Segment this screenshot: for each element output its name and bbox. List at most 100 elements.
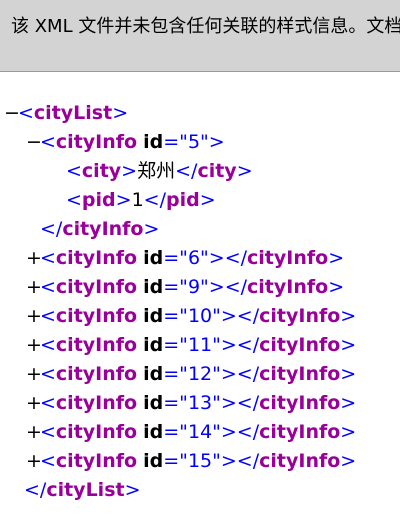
tag-name: cityInfo: [55, 392, 138, 414]
equals-quote: =": [163, 247, 188, 269]
open-bracket: <: [40, 276, 56, 298]
expand-toggle[interactable]: +: [26, 450, 42, 472]
open-bracket: <: [40, 421, 56, 443]
tag-name: city: [81, 160, 122, 182]
end-open-bracket: </: [224, 247, 248, 269]
equals-quote: =": [163, 363, 188, 385]
close-bracket: >: [340, 363, 357, 385]
close-quote-bracket: ">: [200, 276, 225, 298]
tag-name: cityList: [33, 102, 113, 124]
attribute-name: id: [143, 276, 164, 298]
close-bracket: >: [340, 392, 357, 414]
end-open-bracket: </: [236, 363, 260, 385]
tag-name: cityInfo: [55, 450, 138, 472]
attribute-value: 5: [187, 131, 201, 153]
open-bracket: <: [40, 450, 56, 472]
attribute-value: 9: [187, 276, 201, 298]
close-bracket: >: [112, 102, 129, 124]
attribute-value: 15: [187, 450, 213, 472]
expand-toggle[interactable]: +: [26, 305, 42, 327]
close-quote-bracket: ">: [200, 247, 225, 269]
tag-name: pid: [81, 189, 116, 211]
end-tag-name: cityInfo: [247, 276, 329, 298]
end-tag-name: cityInfo: [62, 218, 144, 240]
xml-line-cityinfo-open: −<cityInfo id="5">: [0, 128, 400, 157]
end-tag-name: cityInfo: [259, 334, 341, 356]
xml-line-leaf: +<pid>1</pid>: [0, 186, 400, 215]
expand-toggle[interactable]: +: [26, 421, 42, 443]
end-tag-name: cityInfo: [259, 305, 341, 327]
no-stylesheet-banner: 该 XML 文件并未包含任何关联的样式信息。文档树显示如下。: [0, 0, 400, 72]
xml-document-tree: −<cityList>−<cityInfo id="5">+<city>郑州</…: [0, 99, 400, 505]
tag-name: cityInfo: [55, 334, 138, 356]
attribute-name: id: [143, 421, 164, 443]
xml-line-collapsed: +<cityInfo id="6"></cityInfo>: [0, 244, 400, 273]
attribute-value: 11: [187, 334, 213, 356]
close-quote-bracket: ">: [212, 334, 237, 356]
tag-name: cityInfo: [55, 131, 138, 153]
xml-line-collapsed: +<cityInfo id="9"></cityInfo>: [0, 273, 400, 302]
end-open-bracket: </: [224, 276, 248, 298]
open-bracket: <: [40, 131, 56, 153]
expand-toggle[interactable]: +: [26, 392, 42, 414]
close-quote-bracket: ">: [212, 421, 237, 443]
end-open-bracket: </: [143, 189, 166, 211]
close-bracket: >: [340, 305, 357, 327]
expand-toggle[interactable]: +: [26, 334, 42, 356]
attribute-name: id: [143, 334, 164, 356]
xml-line-collapsed: +<cityInfo id="15"></cityInfo>: [0, 447, 400, 476]
expand-toggle[interactable]: +: [26, 276, 42, 298]
end-open-bracket: </: [175, 160, 198, 182]
close-bracket: >: [236, 160, 253, 182]
xml-line-root-close: </cityList>: [0, 476, 400, 505]
attribute-name: id: [143, 305, 164, 327]
xml-line-collapsed: +<cityInfo id="10"></cityInfo>: [0, 302, 400, 331]
attribute-name: id: [143, 392, 164, 414]
end-open-bracket: </: [40, 218, 63, 240]
tag-name: cityInfo: [55, 276, 138, 298]
attribute-name: id: [143, 363, 164, 385]
open-bracket: <: [40, 392, 56, 414]
end-open-bracket: </: [236, 421, 260, 443]
attribute-value: 6: [187, 247, 201, 269]
close-bracket: >: [340, 334, 357, 356]
close-bracket: >: [121, 160, 138, 182]
collapse-toggle[interactable]: −: [26, 131, 42, 153]
end-tag-name: cityInfo: [259, 363, 341, 385]
end-tag-name: pid: [165, 189, 200, 211]
attribute-value: 12: [187, 363, 213, 385]
close-bracket: >: [340, 421, 357, 443]
tag-name: cityInfo: [55, 421, 138, 443]
equals-quote: =": [163, 334, 188, 356]
tag-name: cityInfo: [55, 363, 138, 385]
xml-line-cityinfo-close: +</cityInfo>: [0, 215, 400, 244]
close-bracket: >: [340, 450, 357, 472]
close-bracket: >: [143, 218, 160, 240]
expand-toggle[interactable]: +: [26, 247, 42, 269]
equals-quote: =": [163, 131, 188, 153]
tag-name: cityInfo: [55, 305, 138, 327]
close-quote-bracket: ">: [212, 392, 237, 414]
equals-quote: =": [163, 276, 188, 298]
end-tag-name: cityInfo: [247, 247, 329, 269]
xml-line-collapsed: +<cityInfo id="14"></cityInfo>: [0, 418, 400, 447]
equals-quote: =": [163, 421, 188, 443]
attribute-value: 13: [187, 392, 213, 414]
close-quote-bracket: ">: [212, 450, 237, 472]
end-tag-name: cityInfo: [259, 421, 341, 443]
collapse-toggle[interactable]: −: [4, 102, 20, 124]
open-bracket: <: [40, 247, 56, 269]
close-bracket: >: [328, 276, 345, 298]
close-bracket: >: [124, 479, 141, 501]
close-bracket: >: [328, 247, 345, 269]
xml-line-collapsed: +<cityInfo id="13"></cityInfo>: [0, 389, 400, 418]
end-tag-name: cityInfo: [259, 392, 341, 414]
open-bracket: <: [40, 334, 56, 356]
expand-toggle[interactable]: +: [26, 363, 42, 385]
banner-message: 该 XML 文件并未包含任何关联的样式信息。文档树显示如下。: [11, 16, 400, 37]
close-bracket: >: [115, 189, 132, 211]
attribute-name: id: [143, 247, 164, 269]
xml-line-leaf: +<city>郑州</city>: [0, 157, 400, 186]
close-quote-bracket: ">: [212, 305, 237, 327]
xml-line-collapsed: +<cityInfo id="12"></cityInfo>: [0, 360, 400, 389]
